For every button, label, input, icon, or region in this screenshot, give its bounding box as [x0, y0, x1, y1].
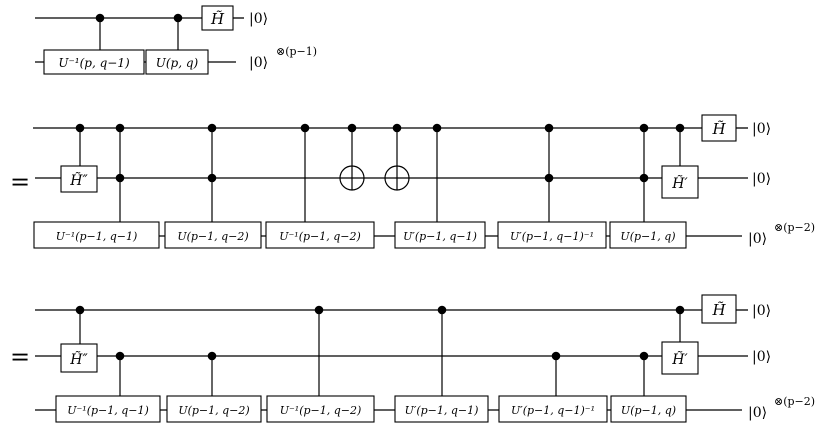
control-dot	[173, 13, 183, 23]
gate-label: H̃″	[69, 350, 88, 368]
gate-label: U′(p−1, q−1)	[405, 404, 479, 417]
gate-h-tilde-double-prime: H̃″	[60, 343, 98, 373]
control-dot	[207, 351, 217, 361]
control-dot	[347, 123, 357, 133]
gate-u: U(p, q)	[145, 49, 209, 75]
gate-label: U(p−1, q)	[621, 404, 676, 417]
control-dot	[544, 173, 554, 183]
control-dot	[314, 305, 324, 315]
circuit-3: = H̃″ U⁻¹(p−1, q−1) U(p−1, q−2) U⁻¹(p−1,	[10, 294, 815, 423]
control-dot	[639, 173, 649, 183]
control-dot	[95, 13, 105, 23]
control-dot	[551, 351, 561, 361]
ket-zero: |0⟩	[752, 171, 771, 187]
gate-u-prime: U′(p−1, q−1)	[394, 395, 489, 423]
tensor-power: ⊗(p−2)	[774, 221, 815, 234]
gate-label: H̃″	[69, 171, 88, 189]
control-dot	[207, 173, 217, 183]
ket-zero: |0⟩	[752, 349, 771, 365]
control-dot	[392, 123, 402, 133]
gate-label: U(p−1, q)	[620, 230, 675, 243]
control-dot	[115, 173, 125, 183]
control-dot	[207, 123, 217, 133]
control-dot	[432, 123, 442, 133]
cnot-target	[384, 165, 410, 191]
gate-u-inverse: U⁻¹(p−1, q−1)	[55, 395, 161, 423]
gate-h-tilde-double-prime: H̃″	[60, 165, 98, 193]
ket-zero: |0⟩	[752, 121, 771, 137]
gate-h-tilde: H̃	[701, 294, 737, 324]
gate-u-inverse: U⁻¹(p−1, q−1)	[33, 221, 160, 249]
gate-u-prime-inverse: U′(p−1, q−1)⁻¹	[497, 221, 607, 249]
gate-u: U(p−1, q)	[609, 221, 687, 249]
gate-label: U′(p−1, q−1)⁻¹	[511, 404, 595, 417]
control-dot	[675, 123, 685, 133]
control-dot	[75, 305, 85, 315]
gate-u-inverse: U⁻¹(p−1, q−2)	[265, 221, 375, 249]
gate-label: U⁻¹(p−1, q−2)	[279, 230, 361, 243]
gate-label: U(p−1, q−2)	[177, 230, 248, 243]
gate-label: U⁻¹(p−1, q−2)	[280, 404, 362, 417]
gate-label: U⁻¹(p−1, q−1)	[67, 404, 149, 417]
gate-label: U′(p−1, q−1)	[403, 230, 477, 243]
gate-u: U(p−1, q−2)	[166, 395, 262, 423]
gate-label: H̃′	[671, 350, 688, 368]
gate-label: H̃	[711, 301, 726, 319]
gate-u-prime: U′(p−1, q−1)	[394, 221, 486, 249]
control-dot	[639, 351, 649, 361]
ket-zero: |0⟩	[752, 303, 771, 319]
gate-label: H̃′	[671, 174, 688, 192]
equals-sign: =	[10, 168, 30, 196]
ket-zero: |0⟩	[249, 55, 268, 71]
circuit-1: U⁻¹(p, q−1) U(p, q) H̃ |0⟩ |0⟩ ⊗(p−1)	[35, 5, 317, 75]
gate-label: U⁻¹(p−1, q−1)	[56, 230, 138, 243]
gate-label: U⁻¹(p, q−1)	[58, 56, 130, 70]
control-dot	[115, 351, 125, 361]
gate-u-inverse: U⁻¹(p, q−1)	[43, 49, 145, 75]
control-dot	[544, 123, 554, 133]
control-dot	[300, 123, 310, 133]
gate-label: U′(p−1, q−1)⁻¹	[510, 230, 594, 243]
control-dot	[437, 305, 447, 315]
control-dot	[75, 123, 85, 133]
gate-u-inverse: U⁻¹(p−1, q−2)	[266, 395, 375, 423]
gate-h-tilde: H̃	[701, 114, 737, 142]
control-dot	[639, 123, 649, 133]
gate-h-tilde-prime: H̃′	[661, 341, 699, 375]
gate-h-tilde: H̃	[201, 5, 234, 31]
ket-zero: |0⟩	[748, 405, 767, 421]
gate-h-tilde-prime: H̃′	[661, 165, 699, 199]
gate-label: U(p−1, q−2)	[178, 404, 249, 417]
gate-label: H̃	[210, 10, 225, 28]
gate-u-prime-inverse: U′(p−1, q−1)⁻¹	[498, 395, 608, 423]
cnot-target	[339, 165, 365, 191]
gate-u: U(p−1, q)	[610, 395, 687, 423]
equals-sign: =	[10, 343, 30, 371]
ket-zero: |0⟩	[249, 11, 268, 27]
control-dot	[675, 305, 685, 315]
gate-label: U(p, q)	[156, 56, 199, 70]
gate-label: H̃	[711, 120, 726, 138]
control-dot	[115, 123, 125, 133]
tensor-power: ⊗(p−2)	[774, 395, 815, 408]
tensor-power: ⊗(p−1)	[276, 45, 317, 58]
circuit-2: = H̃″ U⁻¹(p−1, q−1) U(p−1, q−2)	[10, 114, 815, 249]
gate-u: U(p−1, q−2)	[164, 221, 262, 249]
ket-zero: |0⟩	[748, 231, 767, 247]
